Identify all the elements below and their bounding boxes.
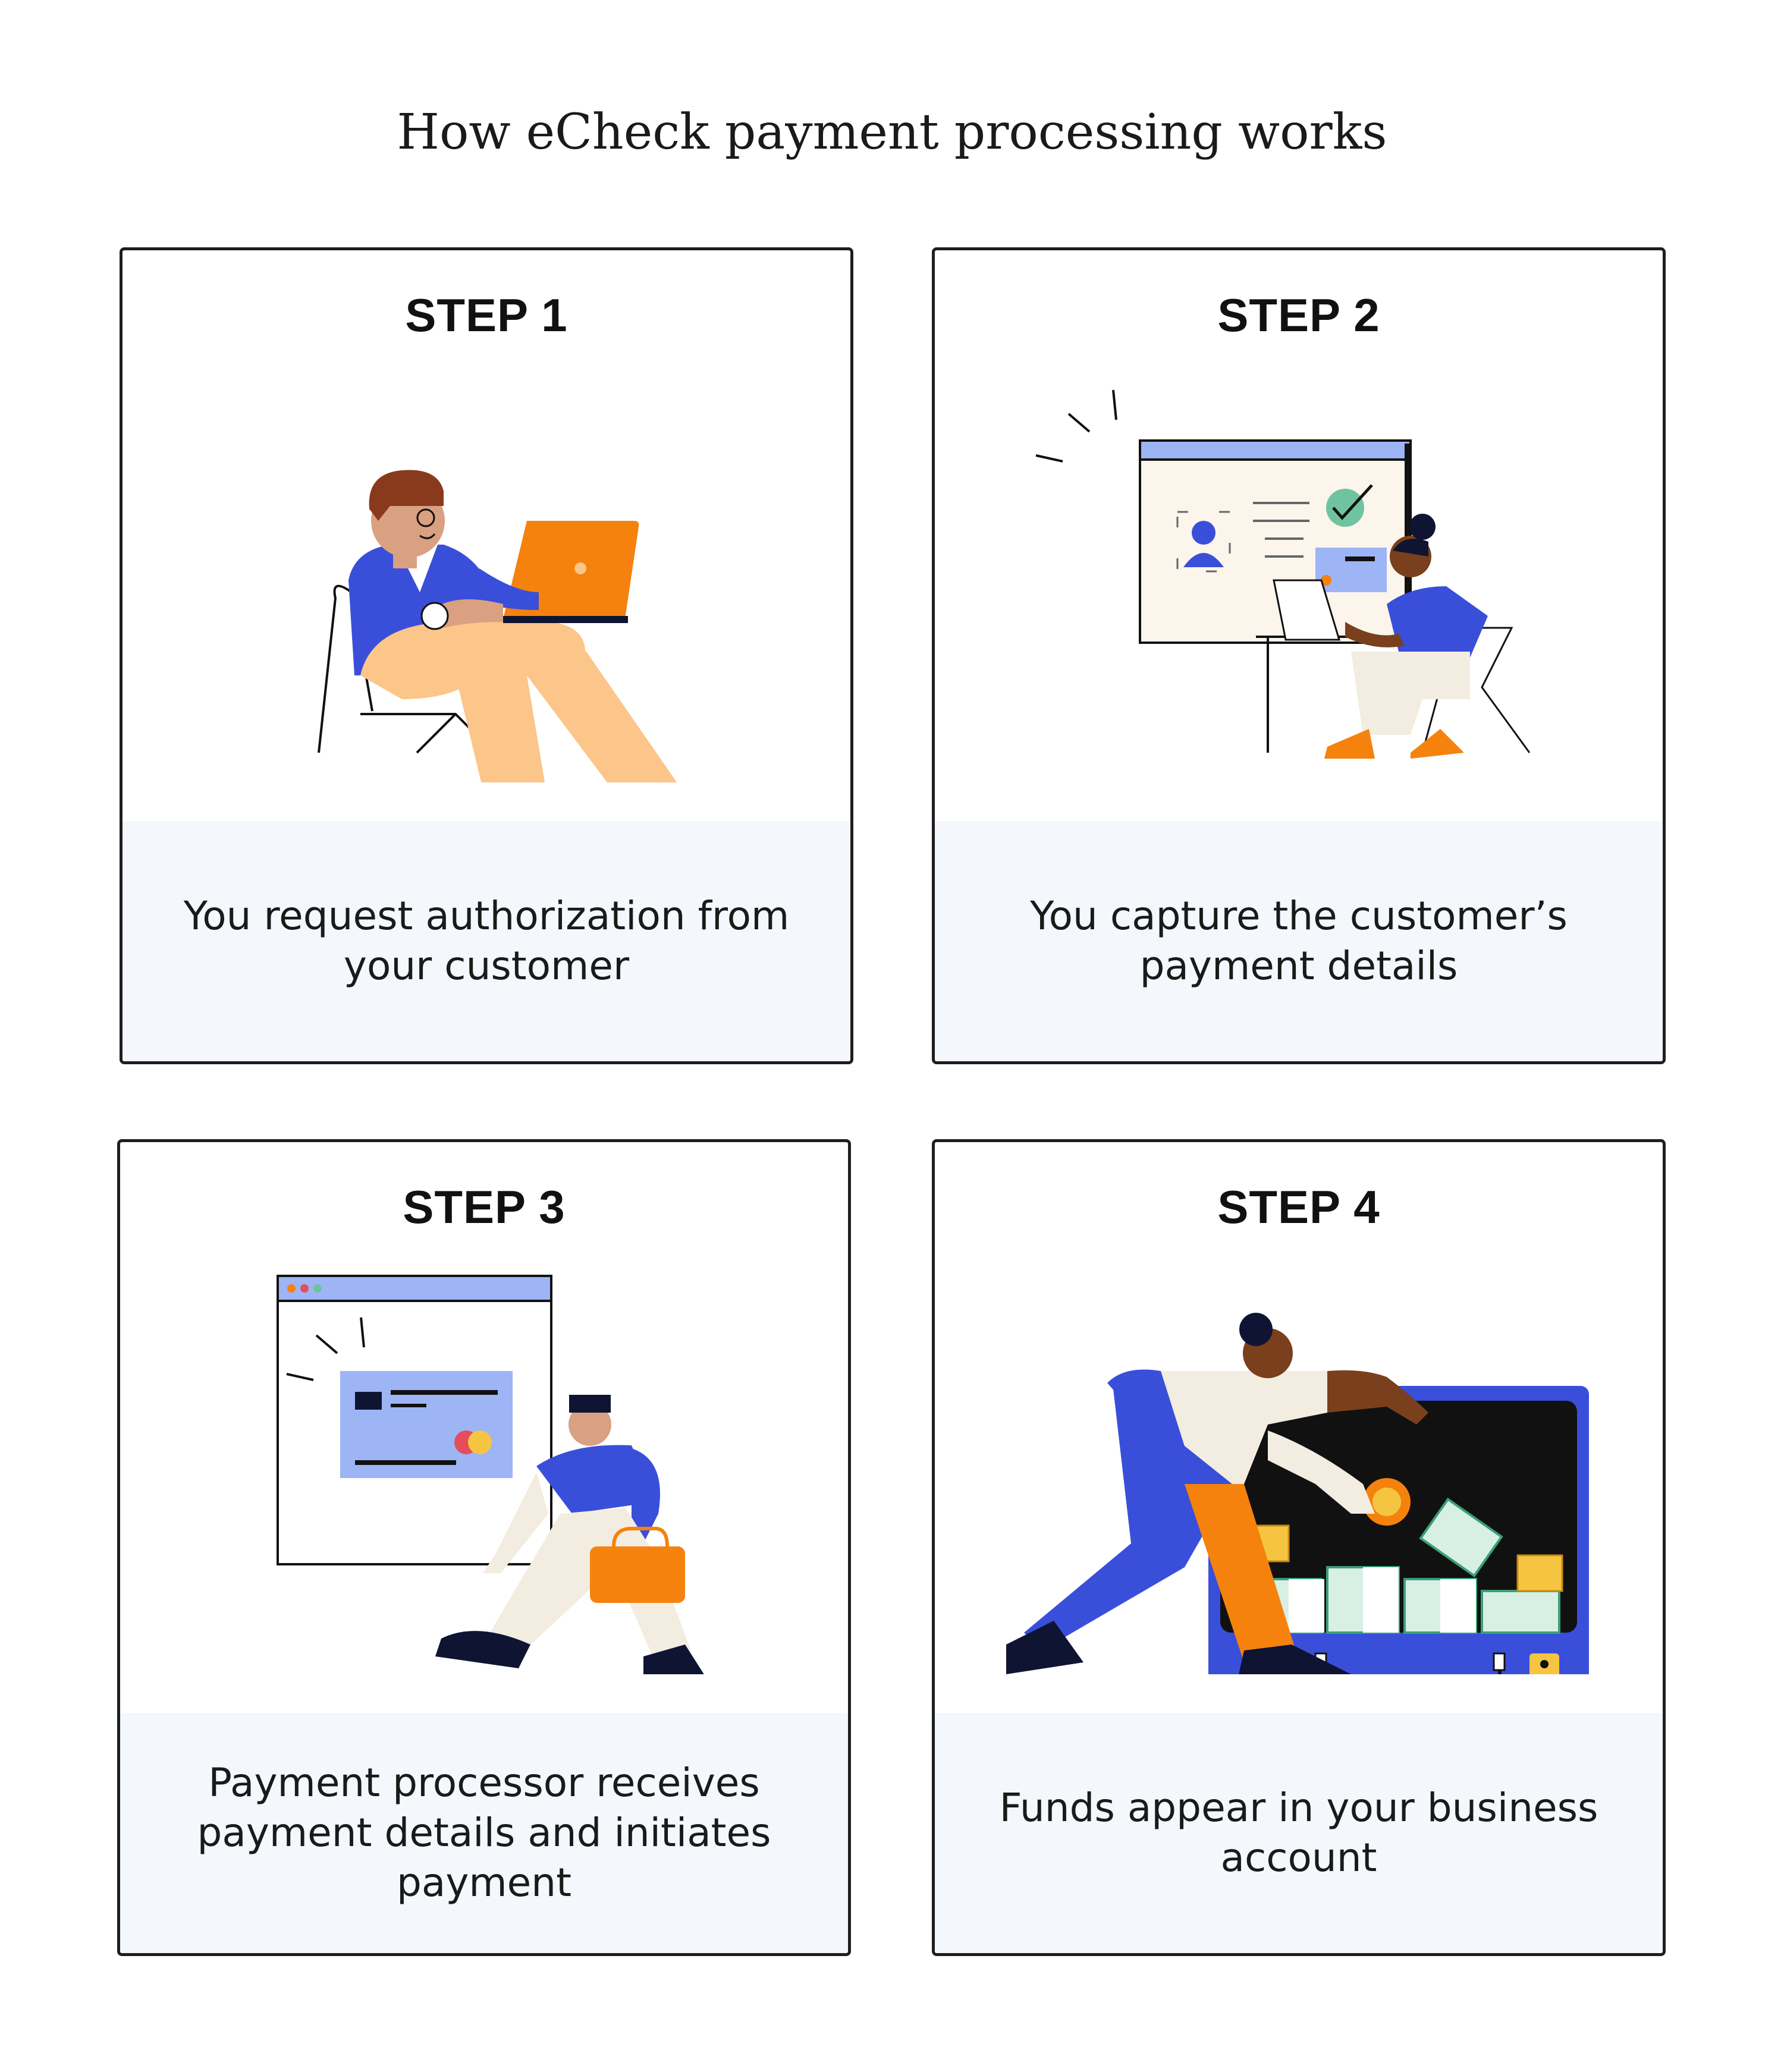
step-label: STEP 4 xyxy=(1217,1181,1380,1233)
caption-box: You capture the customer’s payment detai… xyxy=(935,821,1663,1061)
step-card-1: STEP 1 You request authorization from yo… xyxy=(120,247,853,1064)
step-card-3: STEP 3 Payment processor receives pay xyxy=(117,1139,851,1956)
person-with-money-briefcase-illustration xyxy=(1006,1313,1589,1674)
step-caption: Funds appear in your business account xyxy=(999,1785,1598,1881)
step-card-4: STEP 4 Funds appear in xyxy=(932,1139,1666,1956)
caption-box: Funds appear in your business account xyxy=(935,1713,1663,1953)
step-label: STEP 3 xyxy=(403,1181,566,1233)
step-caption: You capture the customer’s payment detai… xyxy=(1030,893,1568,989)
person-with-laptop-illustration xyxy=(318,470,677,782)
caption-box: You request authorization from your cust… xyxy=(123,821,850,1061)
page-title: How eCheck payment processing works xyxy=(397,104,1387,161)
step-caption: Payment processor receives payment detai… xyxy=(197,1760,771,1906)
step-label: STEP 2 xyxy=(1217,289,1380,341)
person-at-desk-illustration xyxy=(1035,389,1531,759)
person-with-briefcase-illustration xyxy=(277,1275,704,1674)
step-caption: You request authorization from your cust… xyxy=(183,893,790,989)
caption-box: Payment processor receives payment detai… xyxy=(120,1713,848,1953)
step-label: STEP 1 xyxy=(405,289,568,341)
step-card-2: STEP 2 xyxy=(932,247,1666,1064)
